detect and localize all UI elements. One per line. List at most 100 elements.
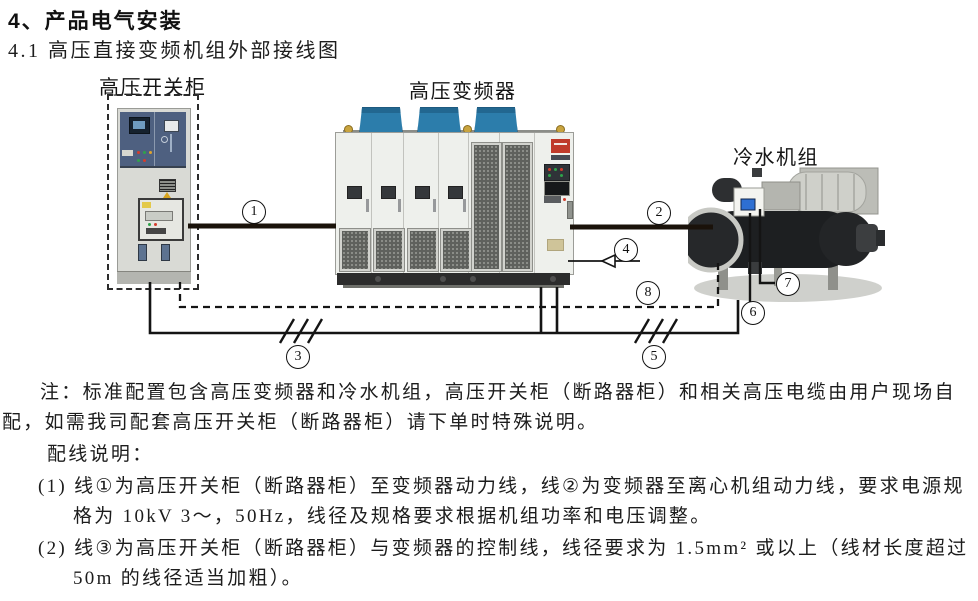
base-foot — [375, 276, 381, 282]
chiller-leg — [718, 264, 728, 290]
note-line-2: 配，如需我司配套高压开关柜（断路器柜）请下单时特殊说明。 — [2, 412, 599, 433]
indicator-light — [154, 223, 157, 226]
panel-meter — [164, 120, 179, 132]
indicator-light — [548, 168, 551, 171]
vent-grille — [374, 229, 404, 271]
door-handle-box — [448, 186, 463, 199]
hmi-screen — [544, 181, 570, 196]
vent-grille — [159, 179, 176, 192]
indicator-light — [563, 198, 566, 201]
door-latch — [433, 199, 436, 212]
evaporator-barrel — [706, 211, 854, 268]
rotary-switch — [161, 136, 168, 143]
drain-fitting — [748, 262, 762, 274]
inverter-body — [335, 132, 574, 275]
warning-label — [142, 202, 151, 208]
panel-nameplate — [122, 150, 133, 156]
wire-marker-8: 8 — [636, 281, 660, 305]
subsection-title: 4.1 高压直接变频机组外部接线图 — [8, 40, 341, 62]
wire-marker-3: 3 — [286, 345, 310, 369]
indicator-light — [149, 151, 152, 154]
indicator-light — [143, 159, 146, 162]
warning-mark — [163, 192, 171, 198]
operator-buttons — [544, 164, 570, 181]
wire-4-arrowhead — [600, 253, 616, 269]
base-foot — [440, 276, 446, 282]
note-line-1: 注：标准配置包含高压变频器和冷水机组，高压开关柜（断路器柜）和相关高压电缆由用户… — [40, 382, 956, 403]
wire-marker-2: 2 — [647, 201, 671, 225]
wiring-item-2-line-1: (2) 线③为高压开关柜（断路器柜）与变频器的控制线，线径要求为 1.5mm² … — [38, 538, 969, 559]
switchgear-control-panel — [120, 112, 186, 168]
control-screen — [740, 198, 756, 211]
chiller-leg — [774, 264, 782, 286]
wiring-item-2-line-2: 50m 的线径适当加粗）。 — [73, 568, 303, 589]
indicator-light — [554, 168, 557, 171]
base-foot — [470, 276, 476, 282]
panel-divider — [154, 112, 155, 166]
door-seam — [438, 133, 439, 274]
base-foot — [550, 276, 556, 282]
vent-grille — [340, 229, 370, 271]
wire-5-slash-marks — [633, 318, 679, 344]
water-nozzle — [856, 224, 878, 252]
vent-grille — [408, 229, 438, 271]
switchgear-label: 高压开关柜 — [99, 77, 207, 99]
door-seam — [403, 133, 404, 274]
brand-strip — [551, 155, 570, 160]
brand-logo — [551, 139, 570, 153]
wire-marker-4: 4 — [614, 238, 638, 262]
door-seam — [534, 133, 535, 274]
sensor-stub — [752, 168, 762, 177]
door-handle-box — [381, 186, 396, 199]
chiller-image — [688, 167, 885, 302]
wire-marker-6: 6 — [741, 301, 765, 325]
wiring-item-1-line-1: (1) 线①为高压开关柜（断路器柜）至变频器动力线，线②为变频器至离心机组动力线… — [38, 476, 965, 497]
rating-label — [547, 239, 564, 251]
module-vents — [146, 228, 166, 234]
motor-ribs — [805, 174, 855, 210]
wire-marker-5: 5 — [642, 345, 666, 369]
door-handle-box — [347, 186, 362, 199]
indicator-light — [148, 223, 151, 226]
breaker-module — [138, 198, 184, 241]
door-seam — [371, 133, 372, 274]
indicator-light — [143, 151, 146, 154]
suction-connector — [761, 181, 801, 211]
inverter-base — [337, 273, 570, 285]
vent-grille-tall — [472, 143, 501, 271]
door-latch — [463, 199, 466, 212]
wiring-instructions-title: 配线说明： — [47, 444, 154, 465]
base-strip — [343, 285, 564, 288]
wiring-item-1-line-2: 格为 10kV 3～，50Hz，线径及规格要求根据机组功率和电压调整。 — [73, 506, 712, 527]
vent-grille — [441, 229, 471, 271]
indicator-light — [548, 174, 551, 177]
chiller-label: 冷水机组 — [733, 147, 819, 169]
lower-vent-slot — [138, 244, 147, 261]
inverter-cabinet-image — [335, 105, 574, 297]
panel-display — [129, 117, 150, 134]
chiller-leg — [828, 264, 838, 290]
wire-marker-1: 1 — [242, 200, 266, 224]
breaker-symbol — [170, 134, 172, 152]
door-latch — [398, 199, 401, 212]
nozzle-cap — [876, 230, 885, 246]
indicator-light — [560, 174, 563, 177]
door-latch — [366, 199, 369, 212]
wire-3-slash-marks — [278, 318, 324, 344]
indicator-light — [137, 151, 140, 154]
switch-bar — [544, 196, 561, 203]
module-screen — [145, 211, 173, 221]
indicator-light — [560, 168, 563, 171]
cooling-fan — [417, 107, 461, 135]
lower-vent-slot — [161, 244, 170, 261]
door-seam — [468, 133, 469, 274]
cooling-fan — [474, 107, 518, 135]
switchgear-cabinet-image — [117, 108, 191, 284]
wire-marker-7: 7 — [776, 272, 800, 296]
section-title: 4、产品电气安装 — [8, 10, 183, 33]
inverter-label: 高压变频器 — [409, 81, 517, 103]
door-handle — [567, 201, 573, 219]
cabinet-base — [117, 271, 191, 284]
vent-grille-tall — [503, 143, 532, 271]
